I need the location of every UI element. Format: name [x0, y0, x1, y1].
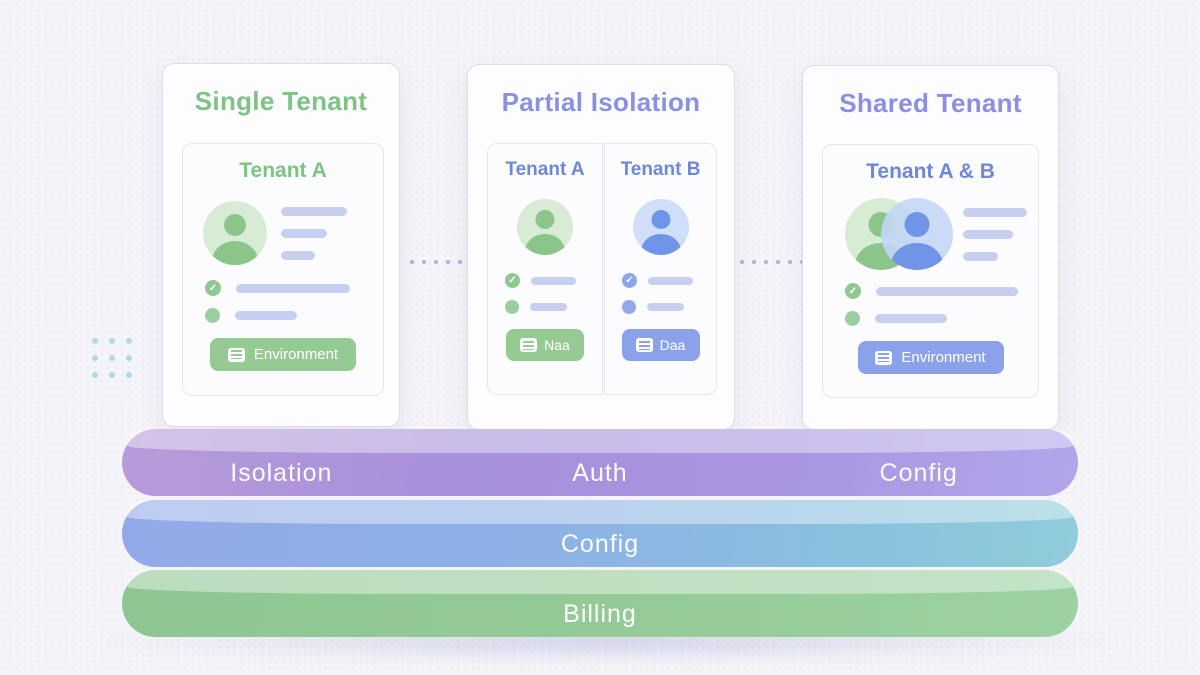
tenant-ab-profile — [823, 198, 1038, 270]
checklist-row: ✓ — [845, 283, 1038, 299]
profile-skeleton-lines — [281, 206, 347, 260]
partial-isolation-title: Partial Isolation — [501, 87, 701, 117]
tenant-a-profile — [488, 199, 602, 255]
layer-config: Config — [122, 500, 1078, 567]
user-avatar-icon — [517, 199, 573, 255]
tenant-a-checklist: ✓ — [488, 273, 602, 314]
tenant-a-profile — [183, 201, 383, 265]
checklist-row — [205, 308, 383, 323]
shared-tenant-card: Shared Tenant Tenant A & B ✓ — [802, 65, 1059, 430]
data-button-label: Daa — [659, 337, 686, 353]
server-icon — [520, 338, 538, 352]
check-icon: ✓ — [505, 273, 520, 288]
bullet-dot-icon — [205, 308, 220, 323]
tenant-ab-checklist: ✓ — [823, 283, 1038, 326]
layer-label-config: Config — [879, 459, 958, 487]
check-icon: ✓ — [205, 280, 221, 296]
server-icon — [875, 350, 893, 365]
tenant-a-checklist: ✓ — [183, 280, 383, 323]
bullet-dot-icon — [505, 300, 519, 314]
layer-isolation-auth-config: Isolation Auth Config — [122, 429, 1078, 496]
decorative-dot-grid — [92, 338, 132, 378]
single-tenant-title: Single Tenant — [194, 86, 368, 116]
layer-label-config: Config — [560, 530, 640, 558]
server-icon — [227, 347, 245, 362]
tenant-b-checklist: ✓ — [605, 273, 716, 314]
environment-button[interactable]: Environment — [857, 341, 1004, 374]
layer-labels: Isolation Auth Config — [122, 459, 1078, 488]
checklist-row: ✓ — [622, 273, 716, 288]
layer-label-auth: Auth — [572, 459, 628, 487]
environment-button-label: Environment — [253, 346, 339, 363]
environment-button[interactable]: Environment — [210, 338, 356, 371]
single-tenant-panel: Tenant A ✓ Environment — [182, 143, 384, 396]
data-button-tenant-b[interactable]: Daa — [621, 329, 700, 361]
layer-label-isolation: Isolation — [230, 459, 333, 487]
shared-tenant-panel: Tenant A & B ✓ Environment — [822, 144, 1039, 398]
single-tenant-card: Single Tenant Tenant A ✓ Environment — [162, 63, 400, 427]
tenant-b-profile — [605, 199, 716, 255]
user-avatar-icon — [632, 199, 689, 255]
checklist-row: ✓ — [205, 280, 383, 296]
check-icon: ✓ — [845, 283, 861, 299]
checklist-row — [505, 300, 602, 314]
layer-labels: Config — [122, 530, 1078, 559]
dotted-connector-right — [740, 260, 804, 264]
bullet-dot-icon — [845, 311, 860, 326]
tenant-a-label: Tenant A — [239, 159, 327, 182]
layer-labels: Billing — [122, 600, 1078, 629]
checklist-row — [622, 300, 716, 314]
tenant-a-subpanel: Tenant A ✓ Naa — [487, 143, 603, 395]
partial-isolation-card: Partial Isolation Tenant A ✓ Naa Tenant … — [467, 64, 735, 430]
checklist-row — [845, 311, 1038, 326]
tenant-b-subpanel: Tenant B ✓ Daa — [604, 143, 717, 395]
check-icon: ✓ — [622, 273, 637, 288]
data-button-label: Naa — [544, 337, 570, 353]
user-avatar-icon — [203, 201, 267, 265]
tenant-b-label: Tenant B — [620, 159, 701, 180]
user-avatar-blue-icon — [881, 198, 953, 270]
profile-skeleton-lines — [963, 207, 1027, 261]
shared-tenant-title: Shared Tenant — [839, 88, 1022, 118]
dotted-connector-left — [410, 260, 462, 264]
layer-billing: Billing — [122, 570, 1078, 637]
server-icon — [635, 338, 653, 352]
data-button-tenant-a[interactable]: Naa — [506, 329, 584, 361]
overlapping-avatars-icon — [845, 198, 953, 270]
tenant-ab-label: Tenant A & B — [866, 160, 995, 183]
environment-button-label: Environment — [901, 349, 986, 366]
tenant-a-label: Tenant A — [505, 159, 585, 180]
checklist-row: ✓ — [505, 273, 602, 288]
bullet-dot-icon — [622, 300, 636, 314]
layer-label-billing: Billing — [563, 600, 637, 628]
